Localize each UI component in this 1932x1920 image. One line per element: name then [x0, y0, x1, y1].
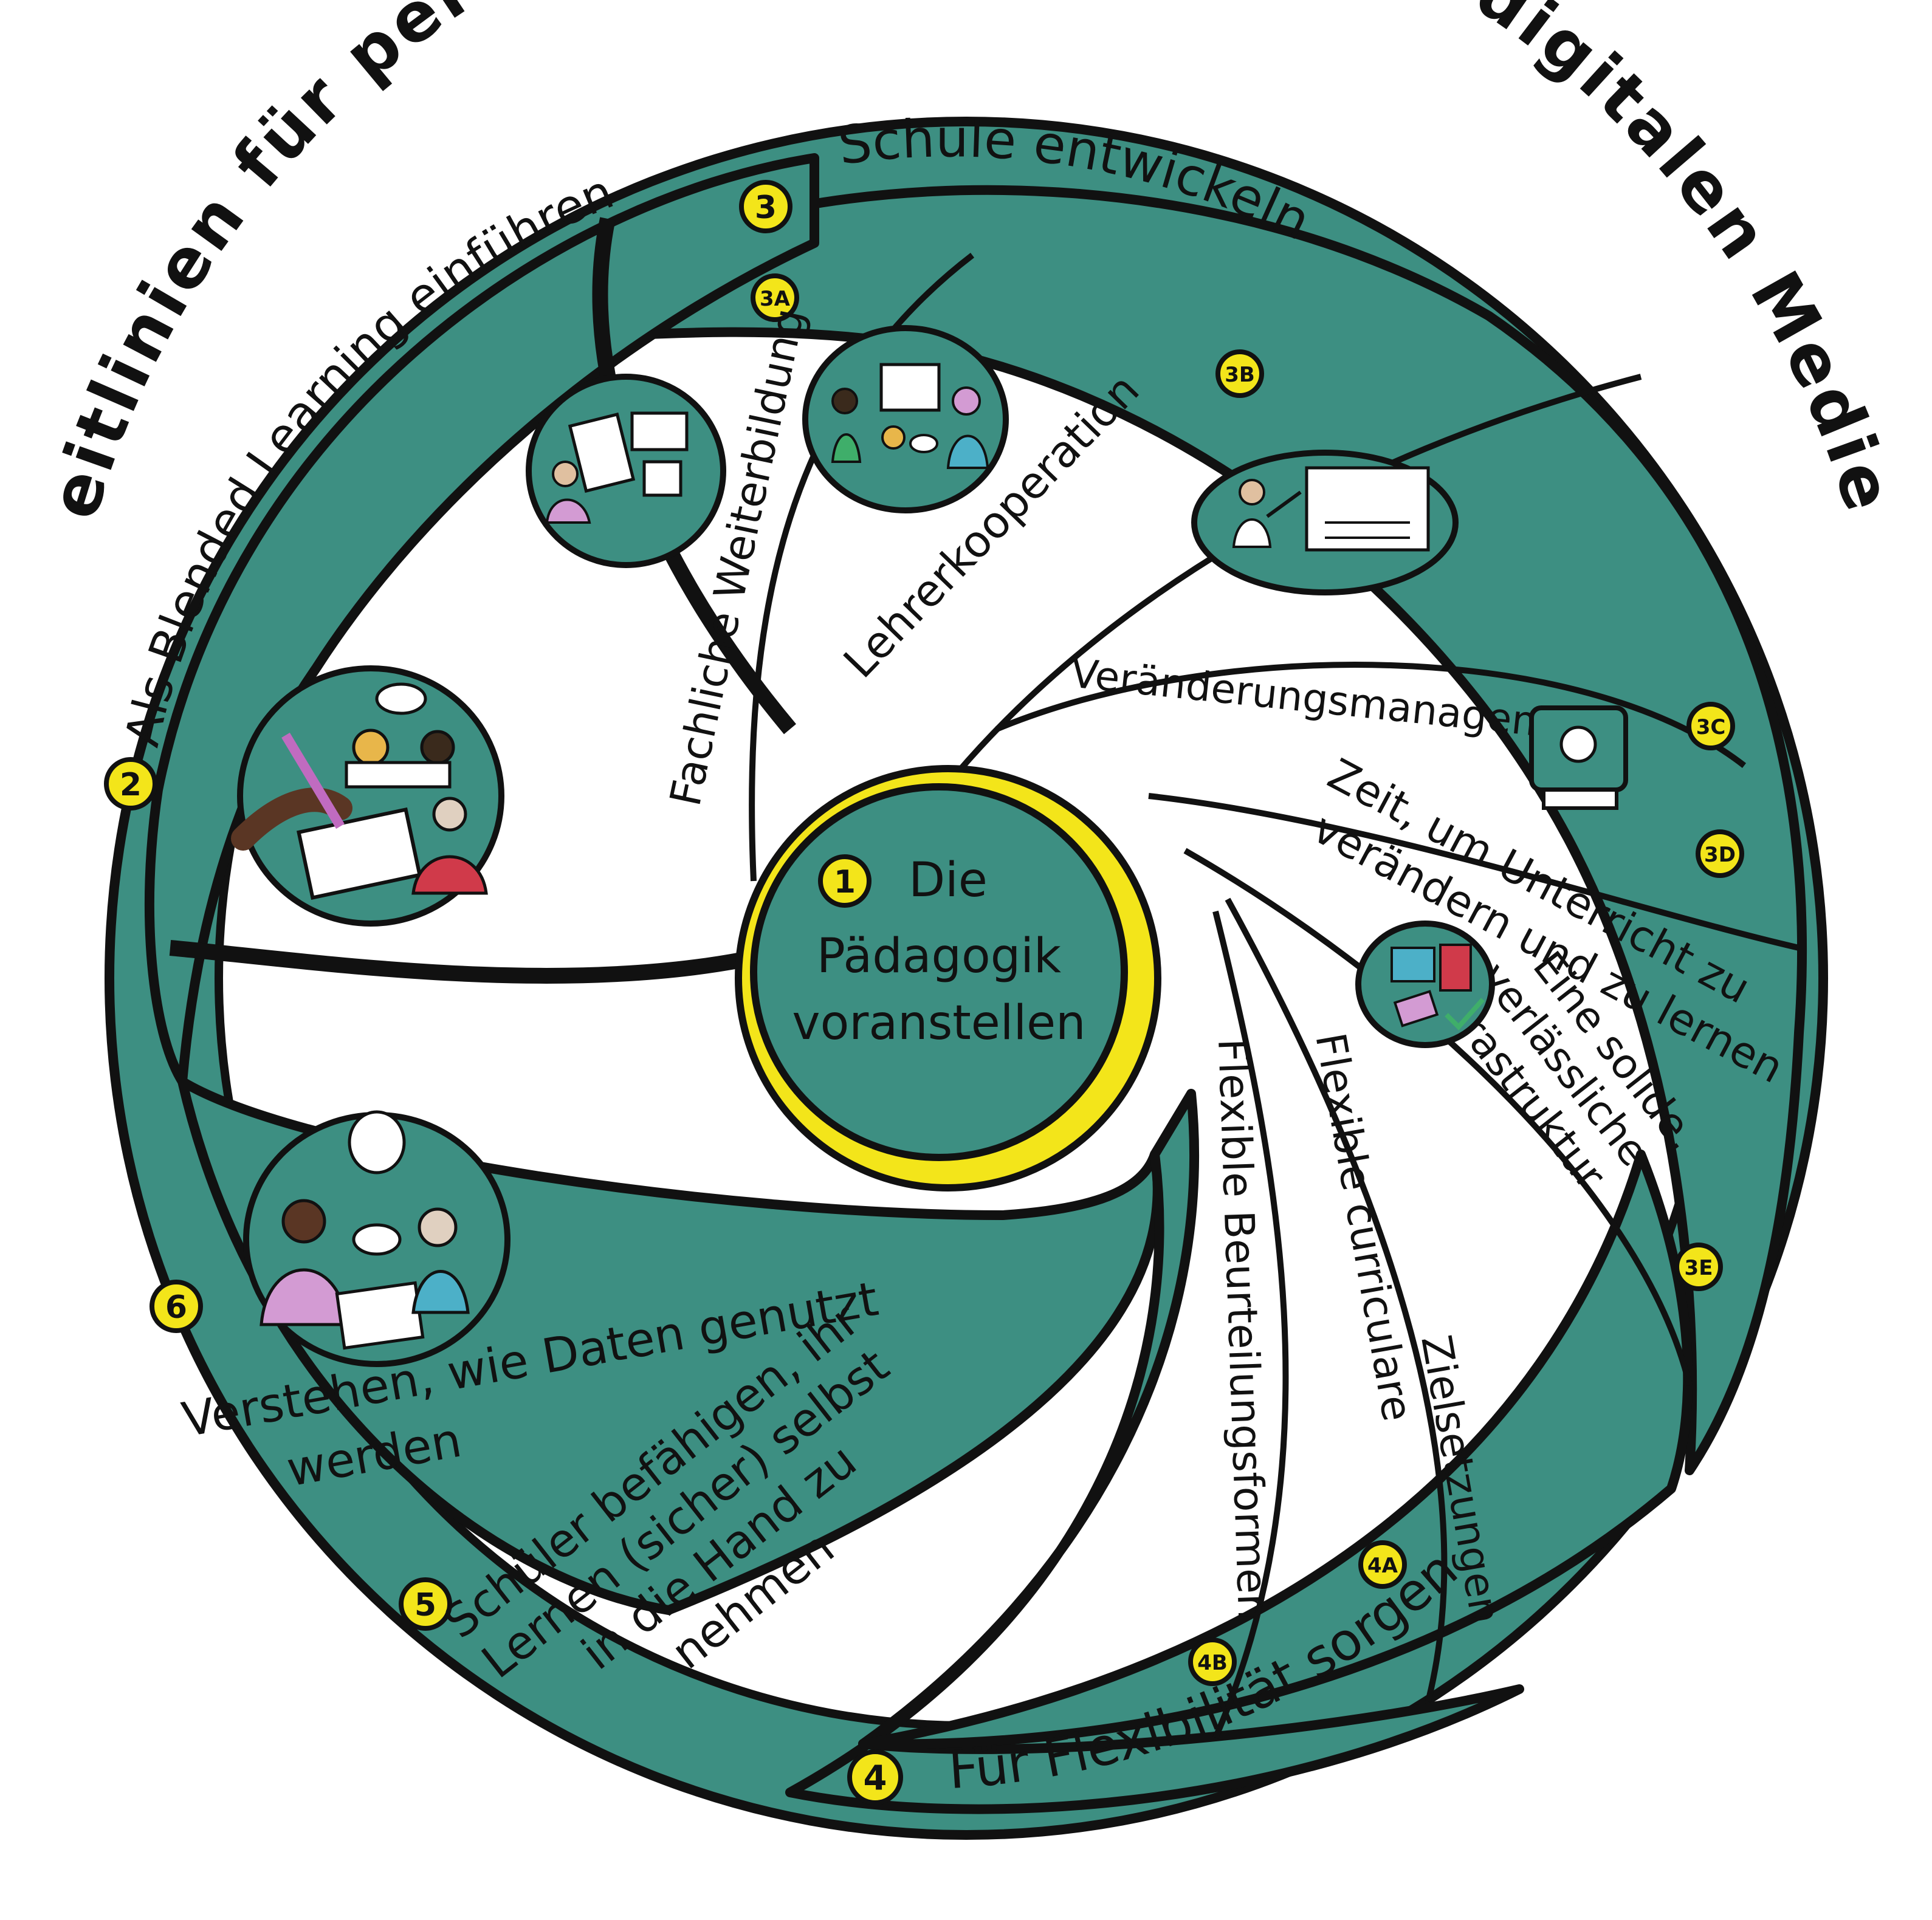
number-badge-3a	[751, 273, 799, 322]
number-badge-3b	[1215, 349, 1264, 398]
writing-hand-illustration	[231, 665, 504, 927]
number-3a: 3A	[760, 287, 791, 311]
number-2: 2	[120, 767, 142, 803]
number-badge-6	[150, 1280, 203, 1333]
center-line-1: Die	[909, 853, 988, 908]
center-number-circle	[818, 854, 871, 908]
center-line-2: Pädagogik	[817, 929, 1061, 984]
divider-3e	[1183, 848, 1693, 1387]
divider-3a	[749, 253, 975, 882]
number-badge-3e	[1674, 1243, 1723, 1291]
number-4b: 4B	[1197, 1651, 1228, 1675]
number-3: 3	[755, 190, 777, 226]
divider-4a	[1225, 897, 1448, 1702]
number-3c: 3C	[1696, 715, 1726, 739]
number-3d: 3D	[1704, 843, 1736, 867]
number-6: 6	[165, 1289, 187, 1326]
band-schule-entwickeln	[493, 185, 1807, 1475]
number-5: 5	[414, 1587, 436, 1623]
divider-4b	[1212, 910, 1289, 1739]
divider-thick-left	[169, 940, 743, 984]
number-badge-3d	[1696, 829, 1744, 878]
number-badge-2	[104, 757, 157, 811]
number-4a: 4A	[1367, 1554, 1398, 1578]
band-flexibilitaet	[858, 1150, 1693, 1749]
divider-3d	[1148, 793, 1800, 951]
number-badge-4	[847, 1749, 903, 1805]
band-schueler	[785, 1089, 1524, 1814]
number-4: 4	[864, 1759, 887, 1798]
number-badge-4b	[1188, 1637, 1237, 1686]
number-badge-3c	[1686, 702, 1735, 750]
divider-3c	[995, 662, 1747, 768]
whiteboard-presenter-illustration	[1191, 450, 1459, 595]
teachers-meeting-illustration	[802, 325, 1009, 513]
center-line-3: voranstellen	[792, 996, 1085, 1051]
clock-screen-icon	[1529, 705, 1628, 810]
number-3b: 3B	[1225, 363, 1255, 387]
center-number: 1	[834, 864, 856, 900]
training-materials-illustration	[526, 374, 726, 568]
number-badge-4a	[1358, 1540, 1407, 1589]
number-badge-3	[739, 180, 792, 233]
number-3e: 3E	[1685, 1256, 1713, 1280]
number-badge-5	[399, 1577, 452, 1631]
data-discussion-illustration	[243, 1110, 511, 1367]
devices-wifi-icon	[1355, 921, 1495, 1048]
